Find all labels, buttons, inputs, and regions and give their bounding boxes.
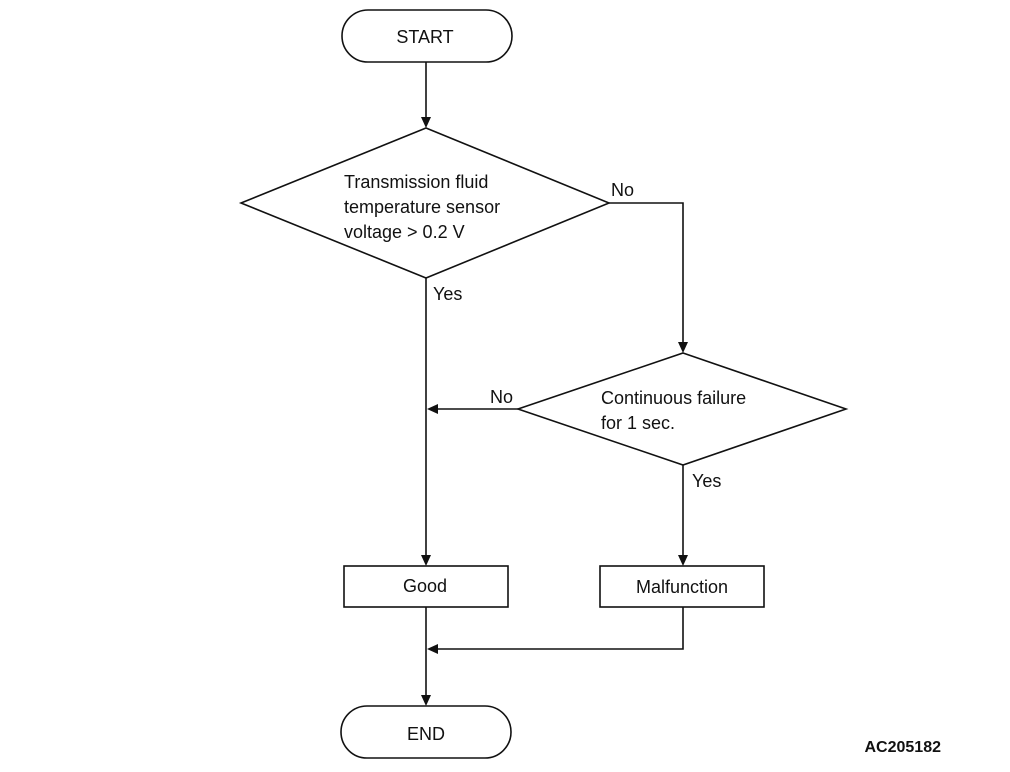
good-label: Good bbox=[403, 576, 447, 596]
decision-1-line-2: temperature sensor bbox=[344, 197, 500, 217]
arrowhead-join-good-line bbox=[427, 404, 438, 414]
decision-2-line-1: Continuous failure bbox=[601, 388, 746, 408]
connector-malfunction-to-join bbox=[437, 607, 684, 650]
arrowhead-decision-1 bbox=[421, 117, 431, 128]
arrowhead-good bbox=[421, 555, 431, 566]
arrowhead-malfunction bbox=[678, 555, 688, 566]
decision-1-line-3: voltage > 0.2 V bbox=[344, 222, 465, 242]
malfunction-box bbox=[599, 565, 765, 608]
start-terminator bbox=[341, 9, 513, 63]
decision-1-no-label: No bbox=[611, 180, 634, 200]
malfunction-label: Malfunction bbox=[636, 577, 728, 597]
decision-2-yes-label: Yes bbox=[692, 471, 721, 491]
reference-code: AC205182 bbox=[865, 739, 942, 756]
good-box bbox=[343, 565, 509, 608]
decision-2-no-label: No bbox=[490, 387, 513, 407]
end-terminator bbox=[340, 705, 512, 759]
decision-1-line-1: Transmission fluid bbox=[344, 172, 488, 192]
connector-decision-1-no bbox=[609, 202, 684, 342]
arrowhead-decision-2 bbox=[678, 342, 688, 353]
start-label: START bbox=[396, 27, 453, 47]
decision-1-yes-label: Yes bbox=[433, 284, 462, 304]
decision-2-line-2: for 1 sec. bbox=[601, 413, 675, 433]
arrowhead-join-end-line bbox=[427, 644, 438, 654]
end-label: END bbox=[407, 724, 445, 744]
arrowhead-end bbox=[421, 695, 431, 706]
decision-continuous-failure bbox=[515, 352, 849, 466]
